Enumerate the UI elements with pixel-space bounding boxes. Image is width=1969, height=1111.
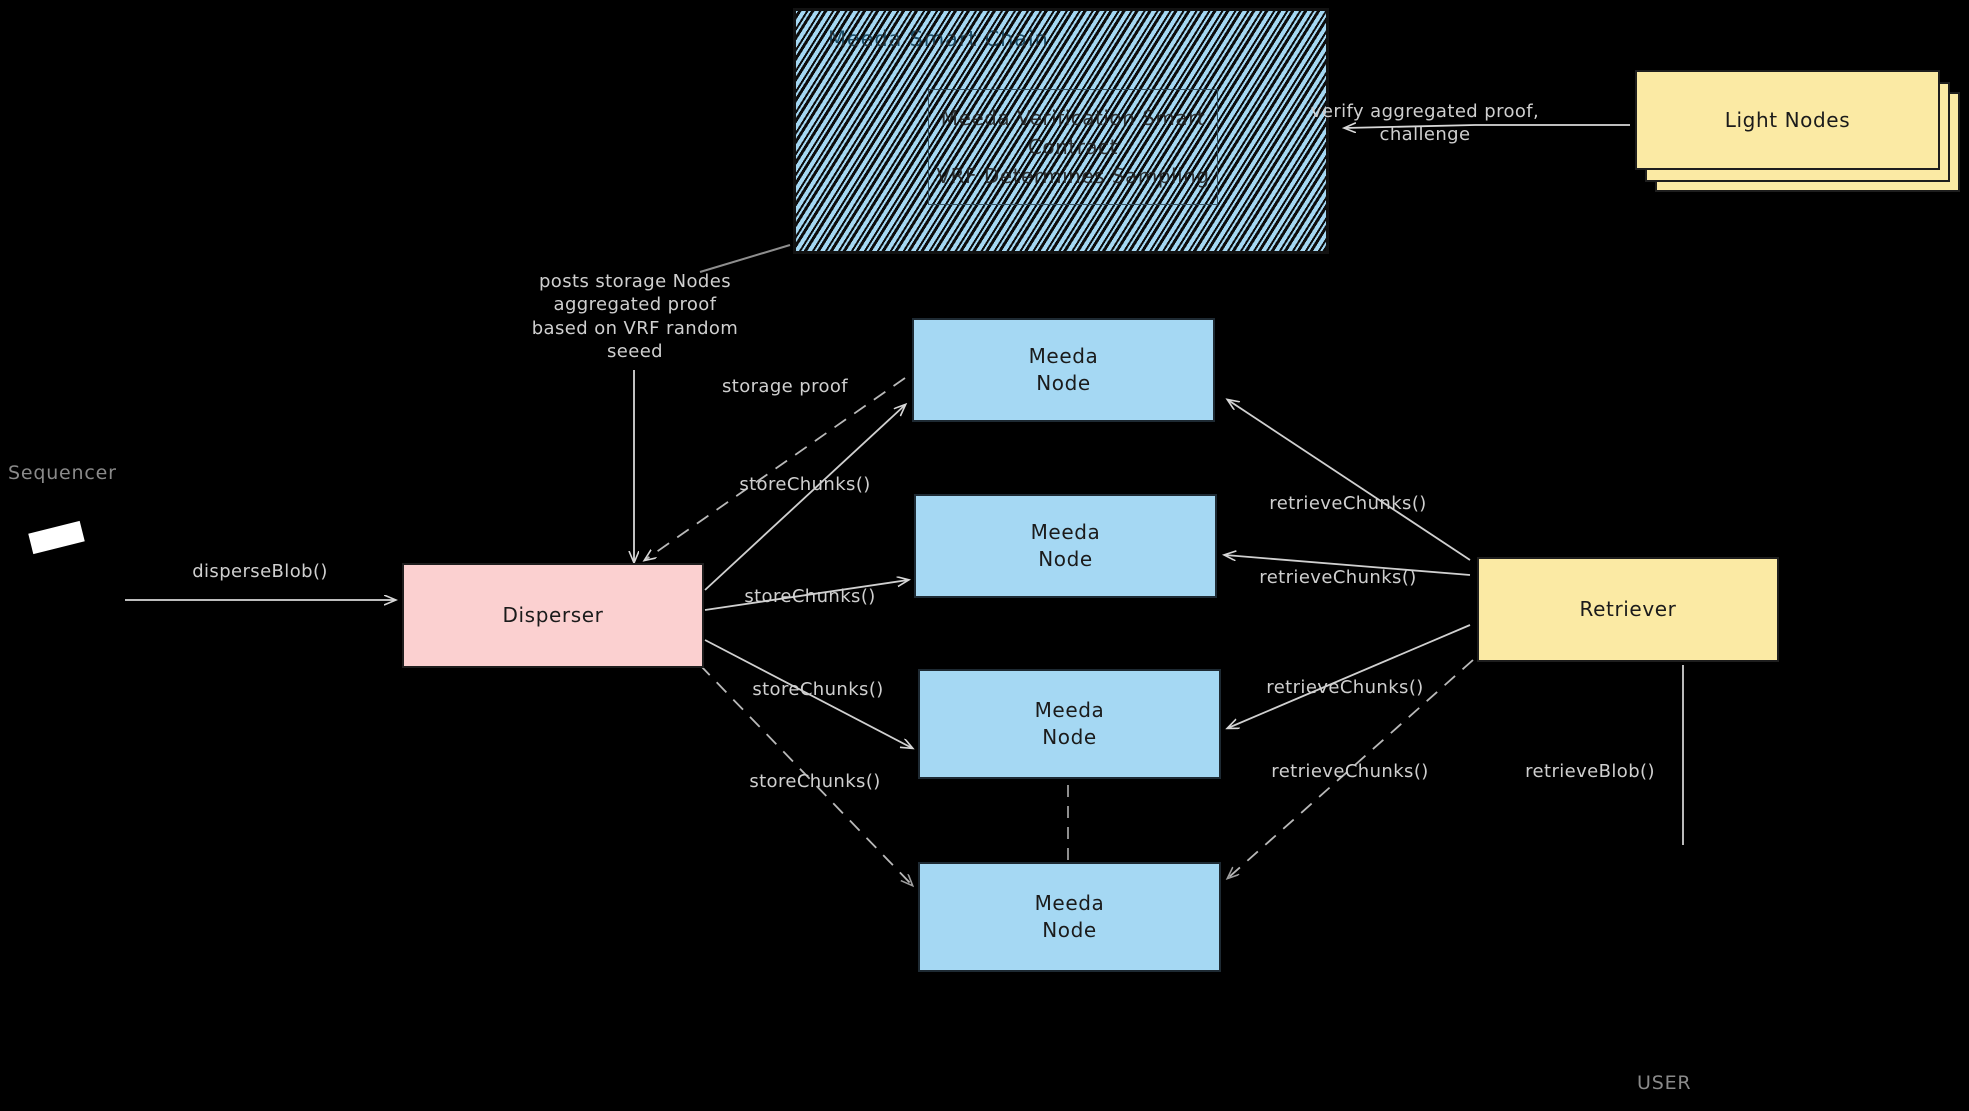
contract-line-1: Meeda Verification Smart <box>940 105 1206 130</box>
meeda-node-2[interactable]: Meeda Node <box>914 494 1217 598</box>
edge-store-chunks-3 <box>704 639 912 748</box>
edge-retrieve-chunks-4 <box>1228 659 1474 878</box>
edge-retrieve-chunks-3 <box>1228 624 1471 728</box>
edge-retrieve-chunks-1 <box>1228 400 1471 561</box>
light-nodes-label: Light Nodes <box>1724 107 1851 132</box>
edge-retrieve-chunks-2 <box>1225 555 1471 576</box>
label-retrieve-chunks-3: retrieveChunks() <box>1266 677 1424 698</box>
meeda-smart-chain-container: Meeda Smart Chain Meeda Verification Sma… <box>793 8 1329 254</box>
meeda-node-3[interactable]: Meeda Node <box>918 669 1221 779</box>
edge-chain-leader <box>699 244 791 273</box>
meeda-node-2-label: Meeda Node <box>1030 520 1101 571</box>
retriever-box[interactable]: Retriever <box>1477 557 1779 662</box>
label-store-chunks-2: storeChunks() <box>744 586 876 607</box>
label-verify-challenge: verify aggregated proof, challenge <box>1310 101 1540 146</box>
meeda-verification-smart-contract: Meeda Verification Smart Contract VRF De… <box>928 89 1218 205</box>
label-store-chunks-1: storeChunks() <box>739 474 871 495</box>
chain-title: Meeda Smart Chain <box>828 27 1049 51</box>
light-nodes-box[interactable]: Light Nodes <box>1635 70 1940 170</box>
sequencer-glyph <box>28 520 85 555</box>
contract-line-2: Contract <box>1027 134 1119 159</box>
sequencer-label: Sequencer <box>8 462 117 484</box>
meeda-node-4[interactable]: Meeda Node <box>918 862 1221 972</box>
edge-store-chunks-2 <box>704 580 908 611</box>
label-retrieve-chunks-2: retrieveChunks() <box>1259 567 1417 588</box>
edge-storage-proof <box>645 377 906 560</box>
edge-store-chunks-4 <box>699 664 912 885</box>
label-retrieve-chunks-1: retrieveChunks() <box>1269 493 1427 514</box>
disperser-box[interactable]: Disperser <box>402 563 704 668</box>
label-posts-proof: posts storage Nodes aggregated proof bas… <box>531 271 739 363</box>
contract-line-3: VRF Determines Sampling <box>936 163 1210 188</box>
label-disperse-blob: disperseBlob() <box>192 561 328 582</box>
disperser-label: Disperser <box>502 603 604 627</box>
label-store-chunks-3: storeChunks() <box>752 679 884 700</box>
meeda-node-4-label: Meeda Node <box>1034 891 1105 942</box>
label-storage-proof: storage proof <box>721 376 849 397</box>
edge-store-chunks-1 <box>704 405 905 591</box>
label-store-chunks-4: storeChunks() <box>749 771 881 792</box>
meeda-node-3-label: Meeda Node <box>1034 698 1105 749</box>
label-retrieve-chunks-4: retrieveChunks() <box>1271 761 1429 782</box>
user-label: USER <box>1637 1072 1692 1094</box>
meeda-node-1[interactable]: Meeda Node <box>912 318 1215 422</box>
label-retrieve-blob: retrieveBlob() <box>1525 761 1655 782</box>
meeda-node-1-label: Meeda Node <box>1028 344 1099 395</box>
retriever-label: Retriever <box>1579 597 1677 621</box>
